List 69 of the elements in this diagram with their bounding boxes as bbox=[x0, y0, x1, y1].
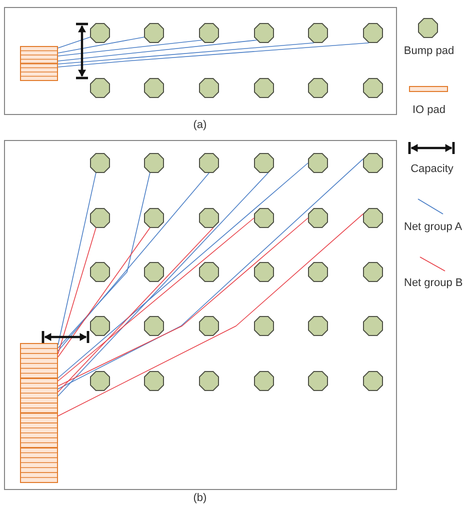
bump-pad bbox=[90, 371, 110, 391]
bump-pad bbox=[144, 153, 164, 173]
wire bbox=[58, 40, 258, 62]
bump-pad bbox=[254, 316, 274, 336]
bump-pad bbox=[254, 262, 274, 282]
bump-pad bbox=[144, 208, 164, 228]
bump-pad bbox=[254, 78, 274, 98]
wire bbox=[58, 228, 150, 358]
panel-label: (b) bbox=[193, 492, 207, 505]
bump-pad bbox=[144, 316, 164, 336]
wire bbox=[58, 172, 96, 346]
bump-pad bbox=[90, 208, 110, 228]
wire bbox=[58, 42, 314, 64]
wire bbox=[58, 172, 268, 396]
legend-label: Net group A bbox=[404, 221, 462, 234]
legend-label: Net group B bbox=[404, 277, 463, 290]
wire bbox=[58, 36, 90, 48]
wire bbox=[58, 36, 144, 54]
wire bbox=[58, 172, 210, 352]
bump-pad bbox=[363, 23, 383, 43]
bump-pad bbox=[199, 262, 219, 282]
bump-pad bbox=[199, 208, 219, 228]
bump-pad bbox=[254, 153, 274, 173]
wire bbox=[58, 228, 96, 354]
bump-pad bbox=[308, 371, 328, 391]
bump-pad bbox=[308, 208, 328, 228]
bump-pad bbox=[363, 316, 383, 336]
bump-pad bbox=[308, 262, 328, 282]
bump-pad bbox=[308, 153, 328, 173]
bump-pad bbox=[254, 208, 274, 228]
bump-pad bbox=[199, 371, 219, 391]
bump-pad bbox=[144, 371, 164, 391]
panel-label: (a) bbox=[193, 119, 207, 132]
bump-pad bbox=[308, 23, 328, 43]
bump-pad bbox=[199, 316, 219, 336]
bump-pad bbox=[199, 78, 219, 98]
io-pad bbox=[20, 46, 58, 81]
bump-pad bbox=[90, 153, 110, 173]
wire bbox=[58, 162, 308, 378]
bump-pad bbox=[363, 371, 383, 391]
bump-pad bbox=[199, 23, 219, 43]
bump-pad bbox=[144, 262, 164, 282]
wire bbox=[58, 158, 364, 390]
bump-pad bbox=[363, 78, 383, 98]
bump-pad bbox=[90, 78, 110, 98]
bump-pad bbox=[90, 316, 110, 336]
bump-pad bbox=[363, 262, 383, 282]
wire bbox=[58, 228, 214, 392]
bump-pad bbox=[90, 262, 110, 282]
legend-label: Capacity bbox=[410, 163, 454, 176]
legend-label: IO pad bbox=[412, 104, 446, 117]
bump-pad bbox=[308, 78, 328, 98]
wire bbox=[58, 42, 370, 68]
bump-pad bbox=[144, 78, 164, 98]
wire bbox=[58, 172, 150, 348]
wire bbox=[58, 214, 364, 416]
bump-pad bbox=[90, 23, 110, 43]
io-pad bbox=[20, 343, 58, 483]
wire bbox=[58, 40, 202, 56]
bump-pad bbox=[199, 153, 219, 173]
bump-pad bbox=[144, 23, 164, 43]
bump-pad bbox=[363, 153, 383, 173]
bump-pad bbox=[363, 208, 383, 228]
legend-label: Bump pad bbox=[404, 45, 454, 58]
bump-pad bbox=[308, 316, 328, 336]
wire bbox=[58, 218, 308, 386]
bump-pad bbox=[254, 23, 274, 43]
wire bbox=[58, 218, 254, 382]
bump-pad bbox=[254, 371, 274, 391]
